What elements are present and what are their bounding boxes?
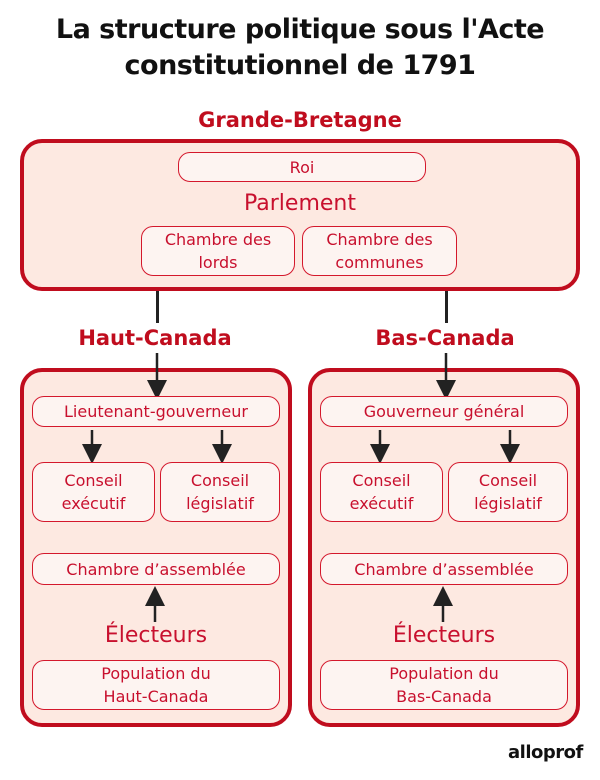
executive-council-box: Conseil exécutif bbox=[32, 462, 155, 522]
title-line-2: constitutionnel de 1791 bbox=[124, 50, 476, 81]
lieutenant-governor-box: Lieutenant-gouverneur bbox=[32, 396, 280, 427]
governor-general-box: Gouverneur général bbox=[320, 396, 568, 427]
executive-council-box: Conseil exécutif bbox=[320, 462, 443, 522]
population-box: Population du Haut-Canada bbox=[32, 660, 280, 710]
commons-box: Chambre des communes bbox=[302, 226, 457, 276]
lower-canada-label: Bas-Canada bbox=[375, 326, 515, 350]
king-box: Roi bbox=[178, 152, 426, 182]
connector-line bbox=[156, 291, 159, 323]
population-box: Population du Bas-Canada bbox=[320, 660, 568, 710]
assembly-box: Chambre d’assemblée bbox=[320, 553, 568, 585]
legislative-council-box: Conseil législatif bbox=[160, 462, 280, 522]
assembly-box: Chambre d’assemblée bbox=[32, 553, 280, 585]
parliament-label: Parlement bbox=[244, 191, 356, 216]
connector-line bbox=[445, 291, 448, 323]
great-britain-label: Grande-Bretagne bbox=[198, 108, 402, 132]
title-line-1: La structure politique sous l'Acte bbox=[55, 14, 545, 45]
electors-label: Électeurs bbox=[104, 623, 208, 648]
electors-label: Électeurs bbox=[392, 623, 496, 648]
legislative-council-box: Conseil législatif bbox=[448, 462, 568, 522]
lords-box: Chambre des lords bbox=[141, 226, 295, 276]
alloprof-logo: alloprof bbox=[508, 742, 583, 763]
upper-canada-label: Haut-Canada bbox=[78, 326, 232, 350]
